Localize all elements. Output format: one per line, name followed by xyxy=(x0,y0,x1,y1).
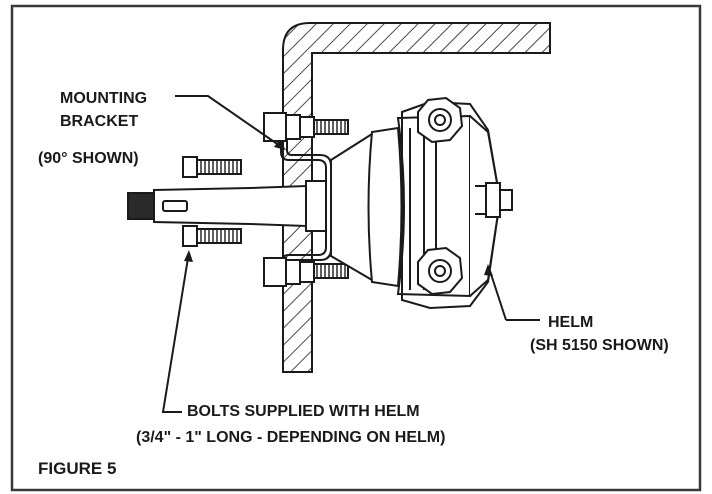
helm-model-label: (SH 5150 SHOWN) xyxy=(530,337,669,354)
mounting-bracket-label-line2: BRACKET xyxy=(60,113,138,130)
helm-shaft xyxy=(127,180,327,232)
mounting-bracket-label-line1: MOUNTING xyxy=(60,90,147,107)
figure-caption: FIGURE 5 xyxy=(38,459,116,478)
helm-label-line1: HELM xyxy=(548,314,593,331)
angle-note-label: (90° SHOWN) xyxy=(38,150,139,167)
supplied-bolt-upper xyxy=(182,156,242,178)
bolts-label-line2: (3/4" - 1" LONG - DEPENDING ON HELM) xyxy=(136,429,445,446)
bolts-label-line1: BOLTS SUPPLIED WITH HELM xyxy=(187,403,420,420)
lower-bracket-bolt xyxy=(263,257,349,287)
supplied-bolt-lower xyxy=(182,225,242,247)
helm-unit xyxy=(330,96,513,310)
mounting-surface xyxy=(282,22,551,373)
figure-frame xyxy=(10,4,702,492)
helm-arrowhead xyxy=(484,264,493,276)
bolt-arrowhead xyxy=(184,250,193,262)
leader-lines xyxy=(161,95,540,413)
upper-bracket-bolt xyxy=(263,112,349,142)
bracket-arrowhead xyxy=(274,140,286,150)
